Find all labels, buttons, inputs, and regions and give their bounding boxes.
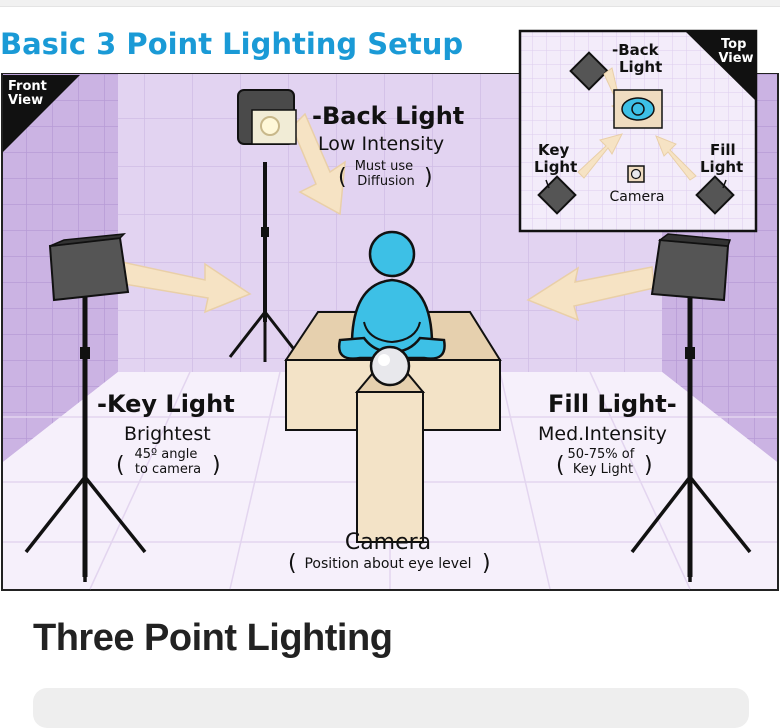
camera-pedestal	[354, 345, 426, 543]
svg-text:): )	[482, 551, 491, 576]
back-light-note: Must use Diffusion	[355, 159, 418, 189]
top-divider	[0, 0, 780, 7]
top-view-label: Top View	[718, 37, 753, 66]
top-back-light-label: -Back Light	[612, 41, 664, 76]
fill-light-detail: Med.Intensity	[538, 423, 667, 445]
svg-text:): )	[644, 453, 653, 478]
front-view-badge	[3, 75, 80, 152]
figure-title: Basic 3 Point Lighting Setup	[0, 27, 463, 61]
fill-light-note: 50-75% of Key Light	[568, 447, 639, 477]
top-camera-label: Camera	[610, 189, 665, 205]
back-light-beam	[291, 112, 346, 216]
back-light-name: -Back Light	[312, 102, 464, 130]
key-light-beam	[121, 261, 252, 314]
svg-text:(: (	[116, 453, 125, 478]
fill-light-lamp	[650, 233, 732, 302]
camera-note: Position about eye level	[304, 556, 471, 572]
fill-light-name: Fill Light-	[548, 390, 677, 418]
key-light-lamp	[48, 233, 130, 302]
top-key-light-label: Key Light	[534, 141, 577, 176]
lighting-diagram: Basic 3 Point Lighting Setup Front View …	[0, 27, 779, 591]
svg-text:(: (	[556, 453, 565, 478]
key-light-note: 45º angle to camera	[134, 447, 201, 477]
top-fill-light-label: Fill Light	[700, 141, 743, 176]
fill-light-stand	[630, 287, 752, 582]
key-light-name: -Key Light	[97, 390, 235, 418]
page-heading: Three Point Lighting	[33, 617, 393, 659]
subject-figure	[337, 230, 446, 360]
top-view-inset: Top View -Back Light Key Light Fill Ligh…	[518, 29, 758, 233]
front-view-label: Front View	[8, 79, 51, 108]
fill-light-beam	[526, 266, 655, 322]
svg-text:(: (	[288, 551, 297, 576]
content-card	[33, 688, 749, 728]
key-light-stand	[24, 287, 147, 582]
key-light-detail: Brightest	[124, 423, 211, 445]
back-light-detail: Low Intensity	[318, 133, 444, 155]
svg-text:): )	[212, 453, 221, 478]
camera-name: Camera	[345, 530, 431, 555]
svg-text:): )	[424, 165, 433, 190]
top-view-badge	[686, 32, 755, 100]
back-light-lamp	[237, 89, 297, 145]
svg-text:(: (	[338, 165, 347, 190]
